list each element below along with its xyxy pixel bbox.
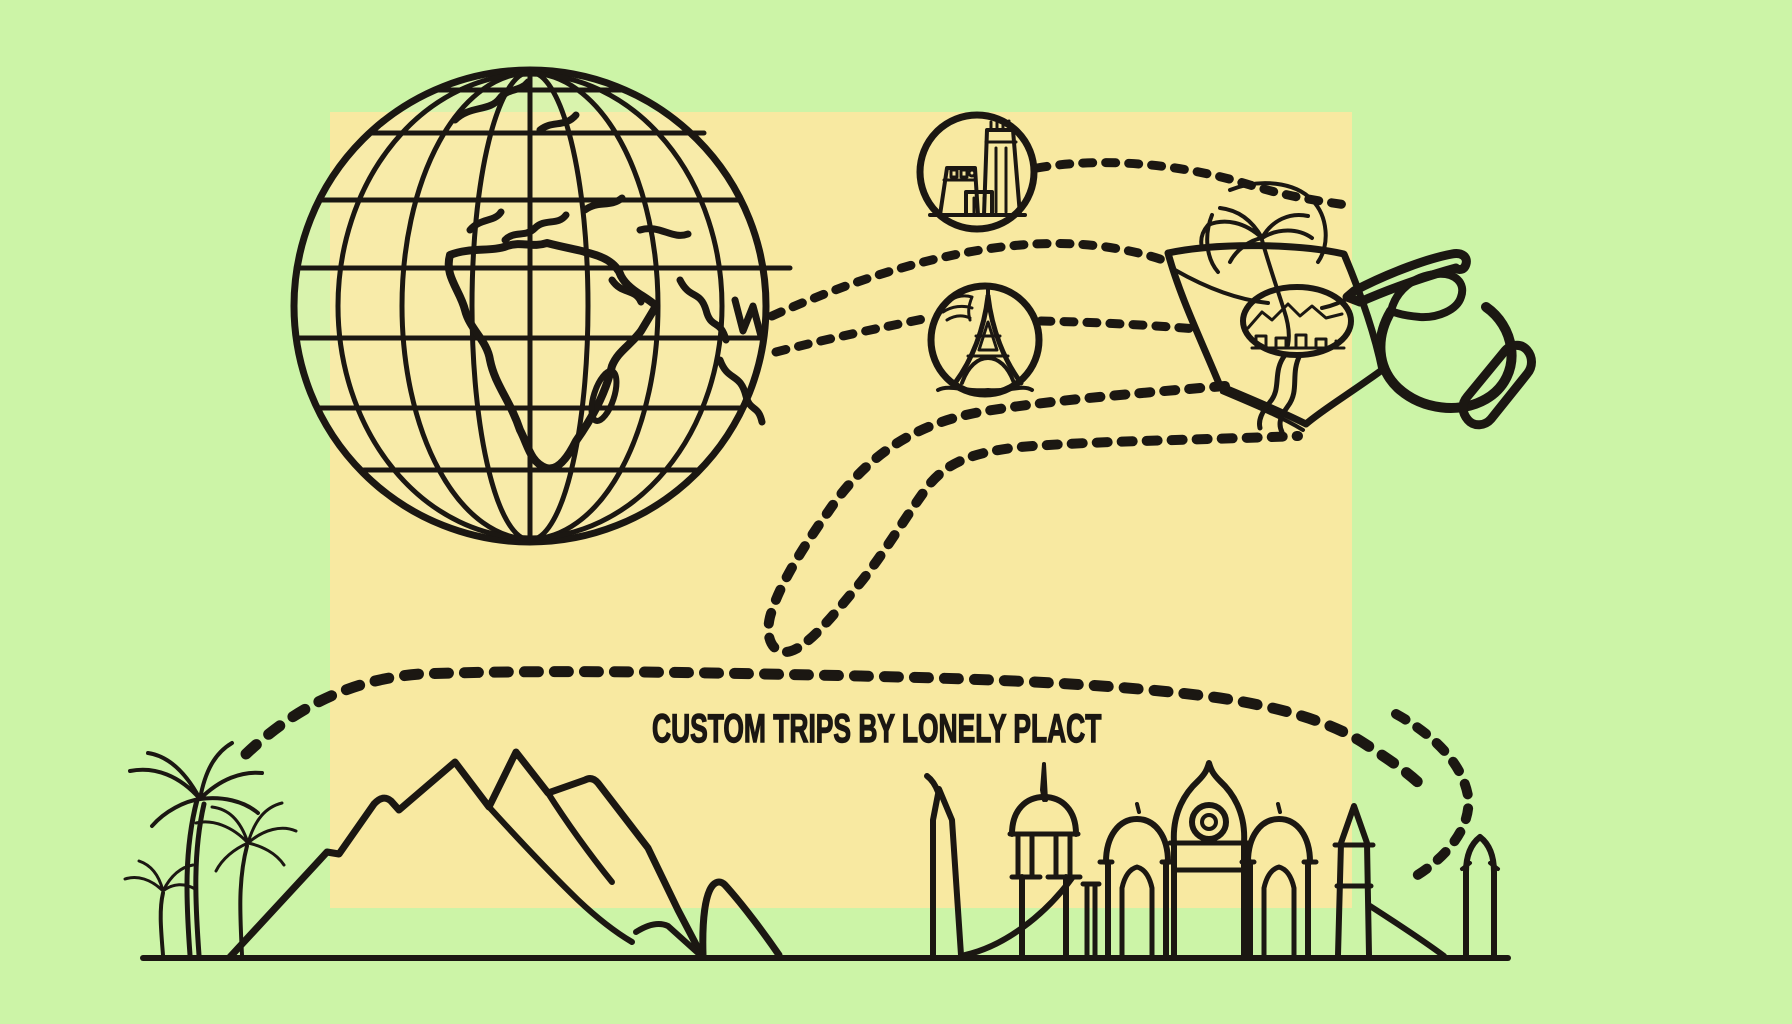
small-dome-left bbox=[1097, 802, 1177, 958]
small-pointed-tower bbox=[1460, 834, 1500, 958]
eiffel-tower-palm-icon bbox=[936, 286, 1034, 393]
travel-map-icon bbox=[1164, 181, 1386, 435]
thumb bbox=[1387, 269, 1467, 322]
mountain-range-icon bbox=[226, 748, 783, 961]
route-bottom-arc-tail bbox=[1391, 709, 1474, 881]
globe-icon bbox=[290, 66, 793, 546]
route-eiffel-to-map bbox=[1036, 316, 1201, 334]
domed-tower bbox=[1007, 762, 1083, 958]
map-palm-sketch bbox=[1199, 181, 1328, 347]
temple-badge bbox=[916, 111, 1038, 233]
map-vignette bbox=[1240, 284, 1354, 358]
cuff bbox=[1458, 340, 1536, 430]
ancient-temple-gate-icon bbox=[928, 119, 1027, 217]
pillar-pair bbox=[1080, 881, 1102, 958]
fist bbox=[1375, 302, 1517, 413]
map-river bbox=[1257, 352, 1303, 435]
route-temple-to-map bbox=[1032, 158, 1357, 211]
vignette-buildings bbox=[1250, 333, 1346, 350]
vignette-mountains bbox=[1246, 302, 1344, 330]
minaret bbox=[1332, 803, 1447, 959]
hand-with-pen-icon bbox=[1342, 249, 1536, 430]
route-globe-to-eiffel bbox=[771, 313, 933, 357]
palm-frond-sketch bbox=[941, 294, 974, 322]
madagascar-sketch bbox=[588, 368, 620, 424]
city-skyline-icon bbox=[924, 760, 1500, 959]
dotted-travel-routes bbox=[240, 158, 1474, 881]
europe-sketch bbox=[466, 194, 626, 244]
map-paper bbox=[1164, 242, 1386, 428]
obelisk bbox=[924, 773, 964, 958]
africa-outline bbox=[444, 239, 660, 473]
asia-sketch bbox=[608, 225, 766, 426]
route-serpentine bbox=[763, 381, 1303, 657]
route-bottom-arc bbox=[240, 666, 1434, 798]
skyline-hill-right bbox=[1367, 903, 1447, 959]
small-dome-right bbox=[1239, 802, 1319, 958]
scandinavia-sketch bbox=[451, 78, 580, 134]
eiffel-badge bbox=[927, 282, 1043, 398]
poster-title: CUSTOM TRIPS BY LONELY PLACT bbox=[652, 707, 1102, 751]
route-globe-to-map bbox=[767, 239, 1171, 321]
palm-trees-icon bbox=[123, 741, 298, 958]
